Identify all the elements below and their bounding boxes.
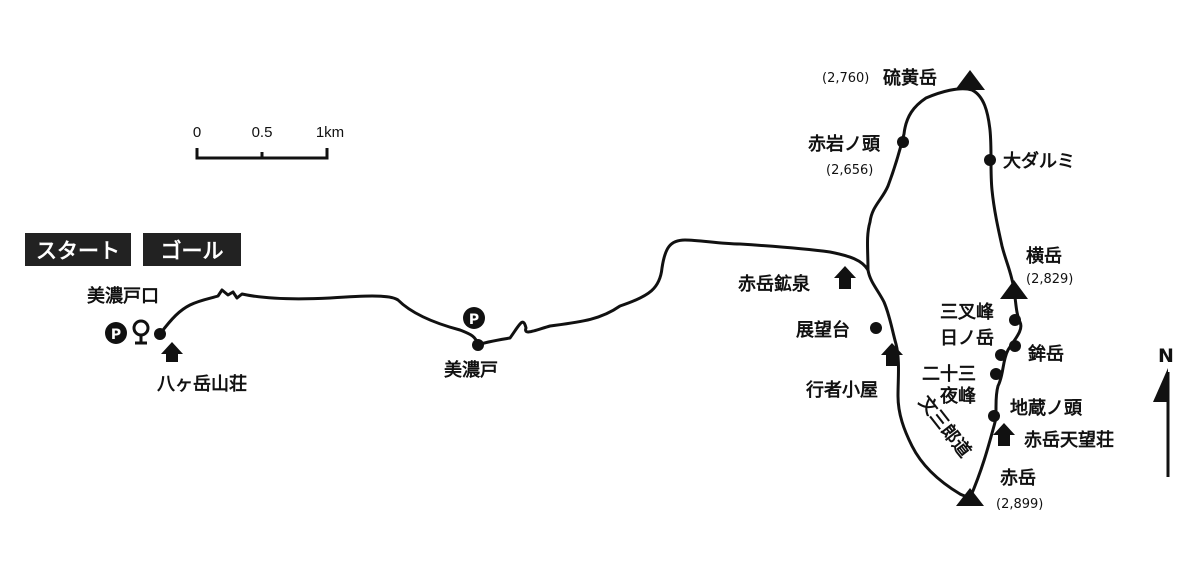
goal-badge: ゴール — [143, 233, 241, 266]
label-jizonokashira: 地蔵ノ頭 — [1010, 397, 1083, 419]
label-minoto: 美濃戸 — [444, 359, 498, 381]
hut-icon — [161, 266, 1015, 446]
scale-label-0: 0 — [193, 124, 201, 141]
label-akadake: 赤岳 — [1000, 468, 1036, 489]
label-nijusanya: 二十三 — [922, 363, 976, 385]
label-akaiwanokashira: 赤岩ノ頭 — [808, 133, 881, 155]
label-yokodake: 横岳 — [1026, 245, 1062, 267]
label-odarumi: 大ダルミ — [1003, 150, 1075, 172]
waypoint-dots — [154, 136, 1021, 422]
parking-icon: P — [463, 307, 485, 329]
label-nijusanya-2: 夜峰 — [939, 385, 977, 407]
bunzaburo-trail — [866, 268, 972, 500]
label-akadake-tenbosou: 赤岳天望荘 — [1024, 429, 1114, 451]
north-arrow-icon: N — [1153, 345, 1174, 477]
label-sansaho: 三叉峰 — [940, 301, 995, 323]
label-iodake-elevation: (2,760) — [822, 71, 869, 86]
akadake-peak-icon — [956, 488, 984, 506]
trailhead-sign-icon — [132, 319, 150, 345]
label-iodake: 硫黄岳 — [883, 67, 937, 89]
label-yokodake-elevation: (2,829) — [1026, 272, 1073, 287]
start-badge: スタート — [25, 233, 131, 266]
approach-trail — [158, 238, 870, 347]
label-kanatake: 鉾岳 — [1028, 343, 1064, 365]
label-hinotake: 日ノ岳 — [940, 328, 994, 349]
label-minotoguchi: 美濃戸口 — [87, 285, 159, 307]
scale-bar: 0 0.5 1km — [193, 124, 344, 160]
scale-label-1km: 1km — [316, 124, 344, 141]
label-akadake-kosen: 赤岳鉱泉 — [738, 273, 811, 295]
ridge-trail — [866, 87, 1023, 500]
goal-badge-label: ゴール — [161, 239, 224, 263]
north-label: N — [1158, 345, 1174, 367]
label-yatsugatake-sanso: 八ヶ岳山荘 — [157, 373, 247, 395]
iodake-peak-icon — [955, 70, 985, 90]
label-akadake-elevation: (2,899) — [996, 497, 1043, 512]
parking-icon: P — [105, 322, 127, 344]
yokodake-peak-icon — [1000, 280, 1028, 299]
label-gyoja-goya: 行者小屋 — [805, 379, 878, 401]
svg-text:P: P — [469, 312, 479, 328]
label-tenbodai: 展望台 — [796, 319, 850, 341]
scale-label-half: 0.5 — [252, 124, 273, 141]
label-akaiwanokashira-elevation: (2,656) — [826, 163, 873, 178]
svg-text:P: P — [111, 327, 121, 343]
start-badge-label: スタート — [36, 239, 120, 263]
